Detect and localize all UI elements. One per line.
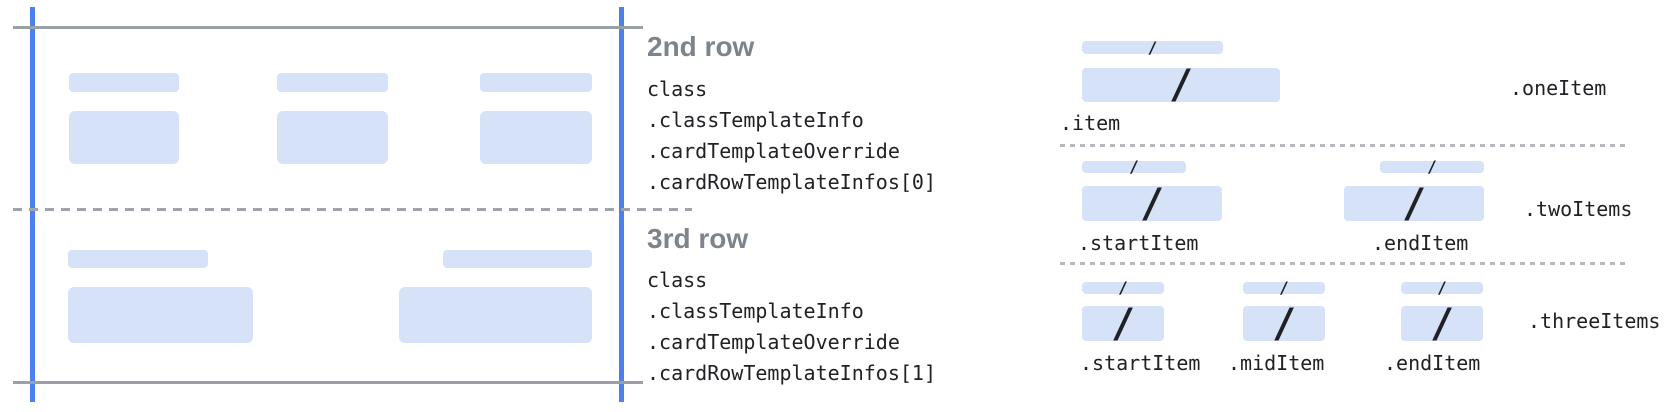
layout-name-label: .oneItem — [1510, 76, 1607, 100]
item-label-bar: / — [1082, 159, 1186, 175]
field-label-placeholder — [443, 250, 592, 268]
item-value-bar: / — [1243, 304, 1325, 344]
layout-name-label: .threeItems — [1528, 309, 1661, 333]
code-line: class — [647, 268, 708, 292]
code-line: .cardRowTemplateInfos[0] — [647, 170, 936, 194]
row-3-heading: 3rd row — [647, 223, 749, 254]
item-label-bar: / — [1380, 159, 1484, 175]
code-line: .classTemplateInfo — [647, 299, 864, 323]
item-value-bar: / — [1082, 184, 1222, 224]
item-name-label: .startItem — [1078, 231, 1199, 255]
card-bottom-guide — [13, 381, 643, 384]
code-line: .cardTemplateOverride — [647, 330, 900, 354]
code-line: .cardRowTemplateInfos[1] — [647, 361, 936, 385]
layout-name-label: .twoItems — [1524, 197, 1633, 221]
item-value-bar: / — [1082, 65, 1280, 105]
code-line: .classTemplateInfo — [647, 108, 864, 132]
field-value-placeholder — [399, 287, 592, 343]
field-value-placeholder — [68, 287, 253, 343]
item-value-bar: / — [1082, 304, 1164, 344]
code-line: .cardTemplateOverride — [647, 139, 900, 163]
item-name-label: .item — [1060, 111, 1121, 135]
field-value-placeholder — [69, 111, 179, 164]
section-divider-dotted — [1060, 262, 1630, 265]
field-label-placeholder — [69, 73, 179, 92]
row-3-class-path: class .classTemplateInfo .cardTemplateOv… — [647, 265, 936, 389]
row-divider-dashed-guide — [13, 208, 692, 211]
item-label-bar: / — [1082, 39, 1223, 55]
field-label-placeholder — [68, 250, 208, 268]
card-top-guide — [13, 26, 643, 29]
field-value-placeholder — [480, 111, 592, 164]
field-value-placeholder — [277, 111, 388, 164]
code-line: class — [647, 77, 708, 101]
item-label-bar: / — [1243, 280, 1325, 296]
item-label-bar: / — [1401, 280, 1483, 296]
item-label-bar: / — [1082, 280, 1164, 296]
item-name-label: .startItem — [1080, 351, 1201, 375]
card-right-edge-guide — [619, 7, 624, 402]
field-label-placeholder — [277, 73, 388, 92]
card-left-edge-guide — [30, 7, 35, 402]
item-value-bar: / — [1401, 304, 1483, 344]
row-2-heading: 2nd row — [647, 31, 755, 62]
row-2-class-path: class .classTemplateInfo .cardTemplateOv… — [647, 74, 936, 198]
item-name-label: .endItem — [1372, 231, 1469, 255]
item-name-label: .midItem — [1228, 351, 1325, 375]
section-divider-dotted — [1060, 144, 1630, 147]
item-name-label: .endItem — [1384, 351, 1481, 375]
item-value-bar: / — [1344, 184, 1484, 224]
field-label-placeholder — [480, 73, 592, 92]
